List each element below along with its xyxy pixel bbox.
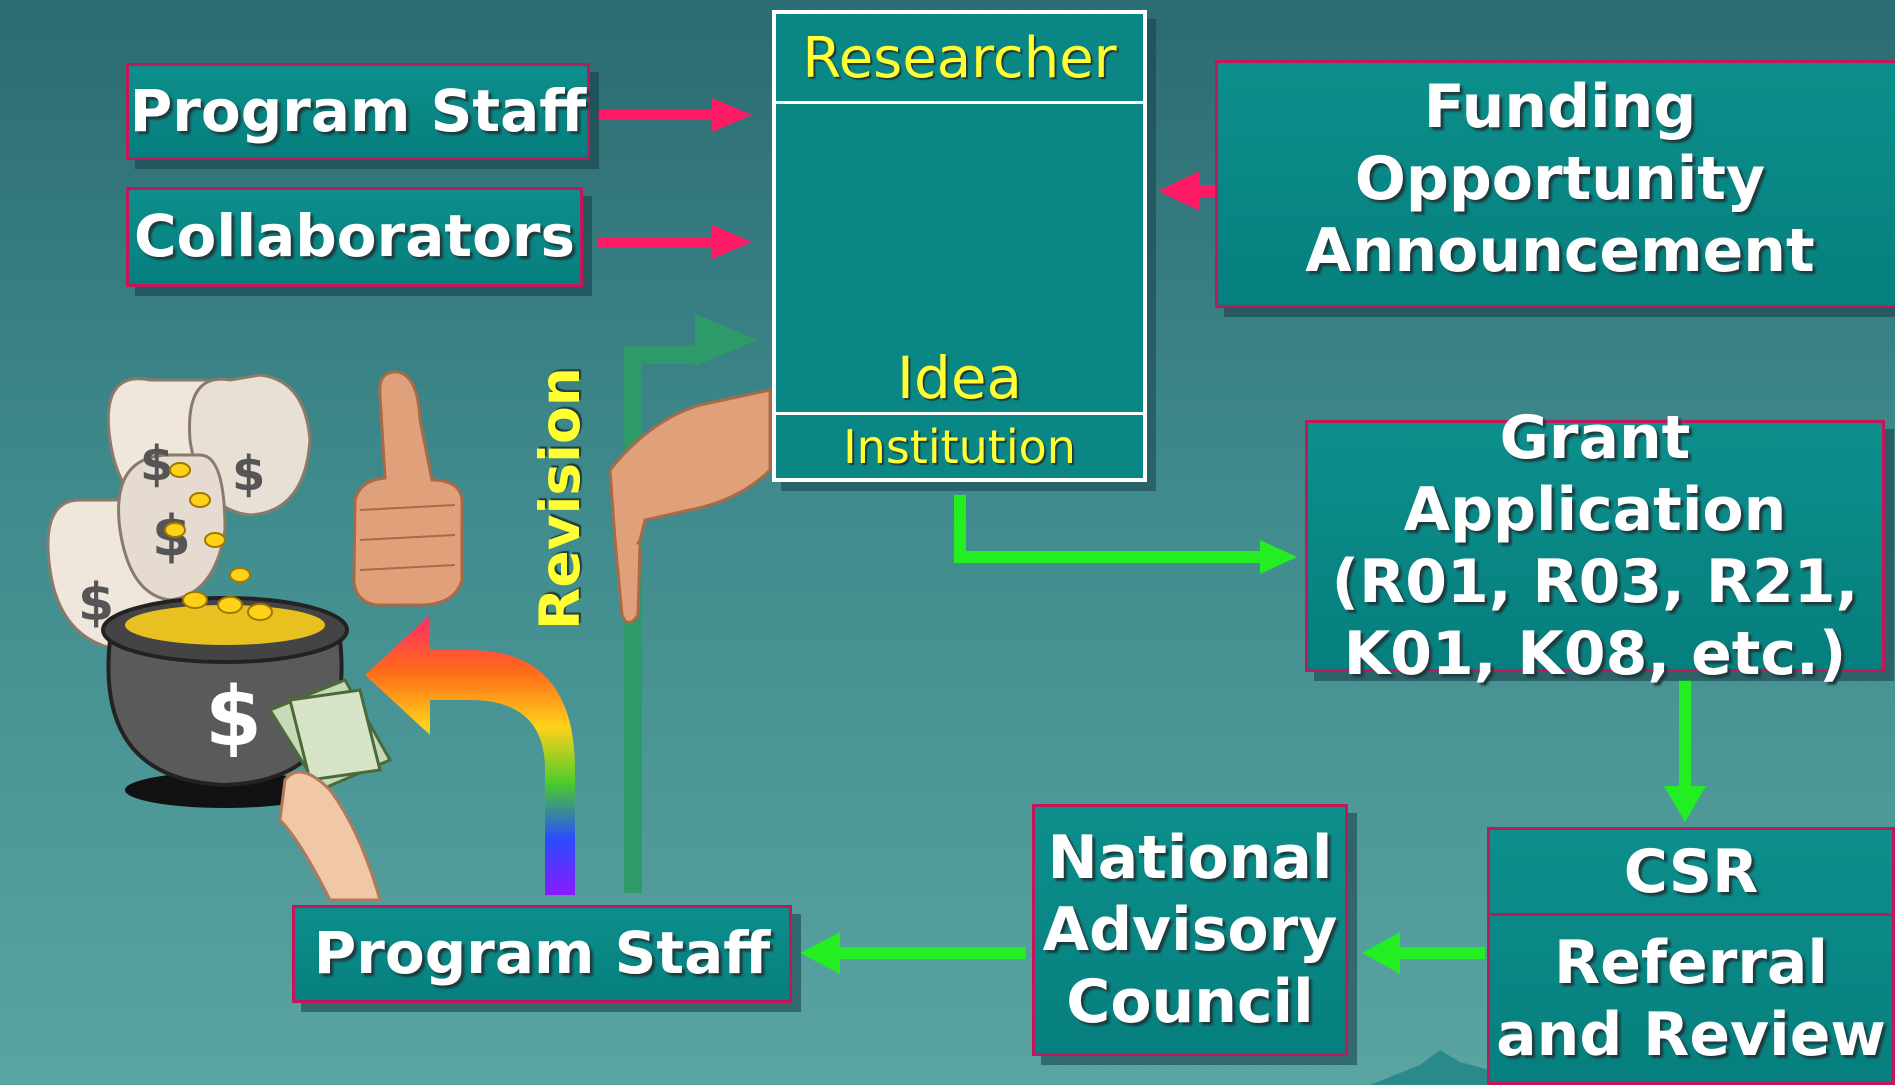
rainbow-arrow-icon [365,615,575,895]
grant-application-label: Grant Application (R01, R03, R21, K01, K… [1331,403,1859,689]
idea-label: Idea [896,344,1023,412]
referral-section: Referral and Review [1490,916,1892,1082]
thumbs-up-icon [352,370,464,607]
program-staff-top-box: Program Staff [126,63,590,160]
arrow-collaborators-to-researcher [598,225,752,259]
program-staff-bottom-label: Program Staff [313,919,771,988]
arrow-council-to-program-staff [800,932,1026,974]
researcher-title: Researcher [776,14,1143,104]
arrow-grant-to-csr [1664,680,1706,822]
researcher-illustration-area: Idea [776,104,1143,414]
grant-application-box: Grant Application (R01, R03, R21, K01, K… [1305,403,1885,689]
cash-hand-icon [267,678,393,902]
pot-of-gold-icon: $ [101,462,349,808]
csr-label: CSR [1623,836,1759,907]
arrow-revision [624,314,758,893]
collaborators-box: Collaborators [126,187,583,287]
funding-opportunity-label: Funding Opportunity Announcement [1305,72,1815,286]
arrow-institution-to-grant [954,495,1297,574]
program-staff-bottom-box: Program Staff [292,905,792,1003]
csr-header: CSR [1490,830,1892,916]
collaborators-label: Collaborators [133,202,576,271]
national-advisory-council-label: National Advisory Council [1042,823,1338,1037]
researcher-box: Researcher Idea Institution [772,10,1147,482]
arrow-csr-to-council [1362,932,1485,974]
revision-label: Revision [528,367,592,630]
csr-box: CSR Referral and Review [1487,827,1895,1085]
svg-text:$: $ [140,436,173,492]
program-staff-top-label: Program Staff [129,76,587,145]
decorative-mountain [1370,1050,1490,1085]
svg-text:$: $ [232,446,265,502]
funding-opportunity-box: Funding Opportunity Announcement [1215,60,1895,308]
institution-label: Institution [776,412,1143,482]
referral-label: Referral and Review [1496,928,1886,1070]
thumbs-down-icon [608,388,772,624]
national-advisory-council-box: National Advisory Council [1032,804,1348,1056]
arrow-program-staff-to-researcher [598,98,752,132]
svg-text:$: $ [205,670,262,765]
